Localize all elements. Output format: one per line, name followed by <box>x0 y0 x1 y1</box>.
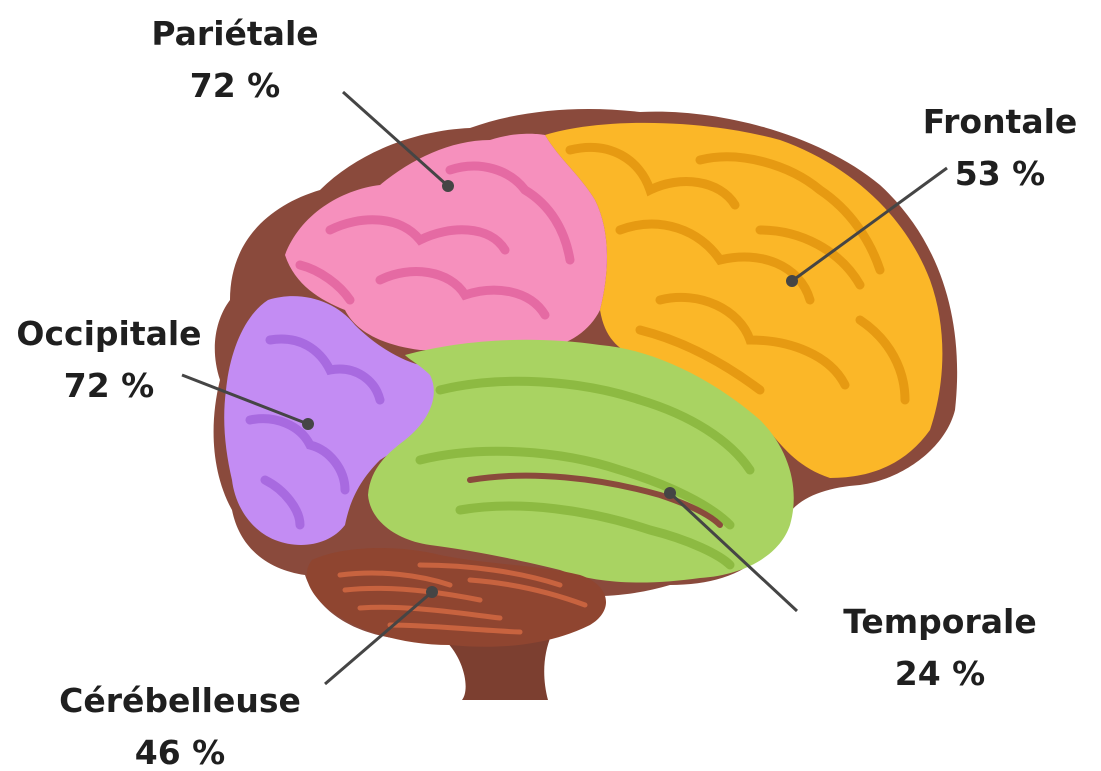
cerebellar-name: Cérébelleuse <box>40 675 320 727</box>
frontal-name: Frontale <box>900 96 1100 148</box>
occipital-name: Occipitale <box>0 308 218 360</box>
parietal-value: 72 % <box>110 60 360 112</box>
occipital-value: 72 % <box>0 360 218 412</box>
parietal-label: Pariétale 72 % <box>110 8 360 112</box>
temporal-leader-dot <box>664 487 676 499</box>
occipital-leader-dot <box>302 418 314 430</box>
parietal-name: Pariétale <box>110 8 360 60</box>
occipital-label: Occipitale 72 % <box>0 308 218 412</box>
frontal-value: 53 % <box>900 148 1100 200</box>
parietal-leader-dot <box>442 180 454 192</box>
cerebellar-label: Cérébelleuse 46 % <box>40 675 320 771</box>
temporal-value: 24 % <box>820 648 1060 700</box>
temporal-name: Temporale <box>820 596 1060 648</box>
temporal-label: Temporale 24 % <box>820 596 1060 700</box>
frontal-label: Frontale 53 % <box>900 96 1100 200</box>
cerebellar-leader-dot <box>426 586 438 598</box>
frontal-leader-dot <box>786 275 798 287</box>
cerebellar-value: 46 % <box>40 727 320 771</box>
